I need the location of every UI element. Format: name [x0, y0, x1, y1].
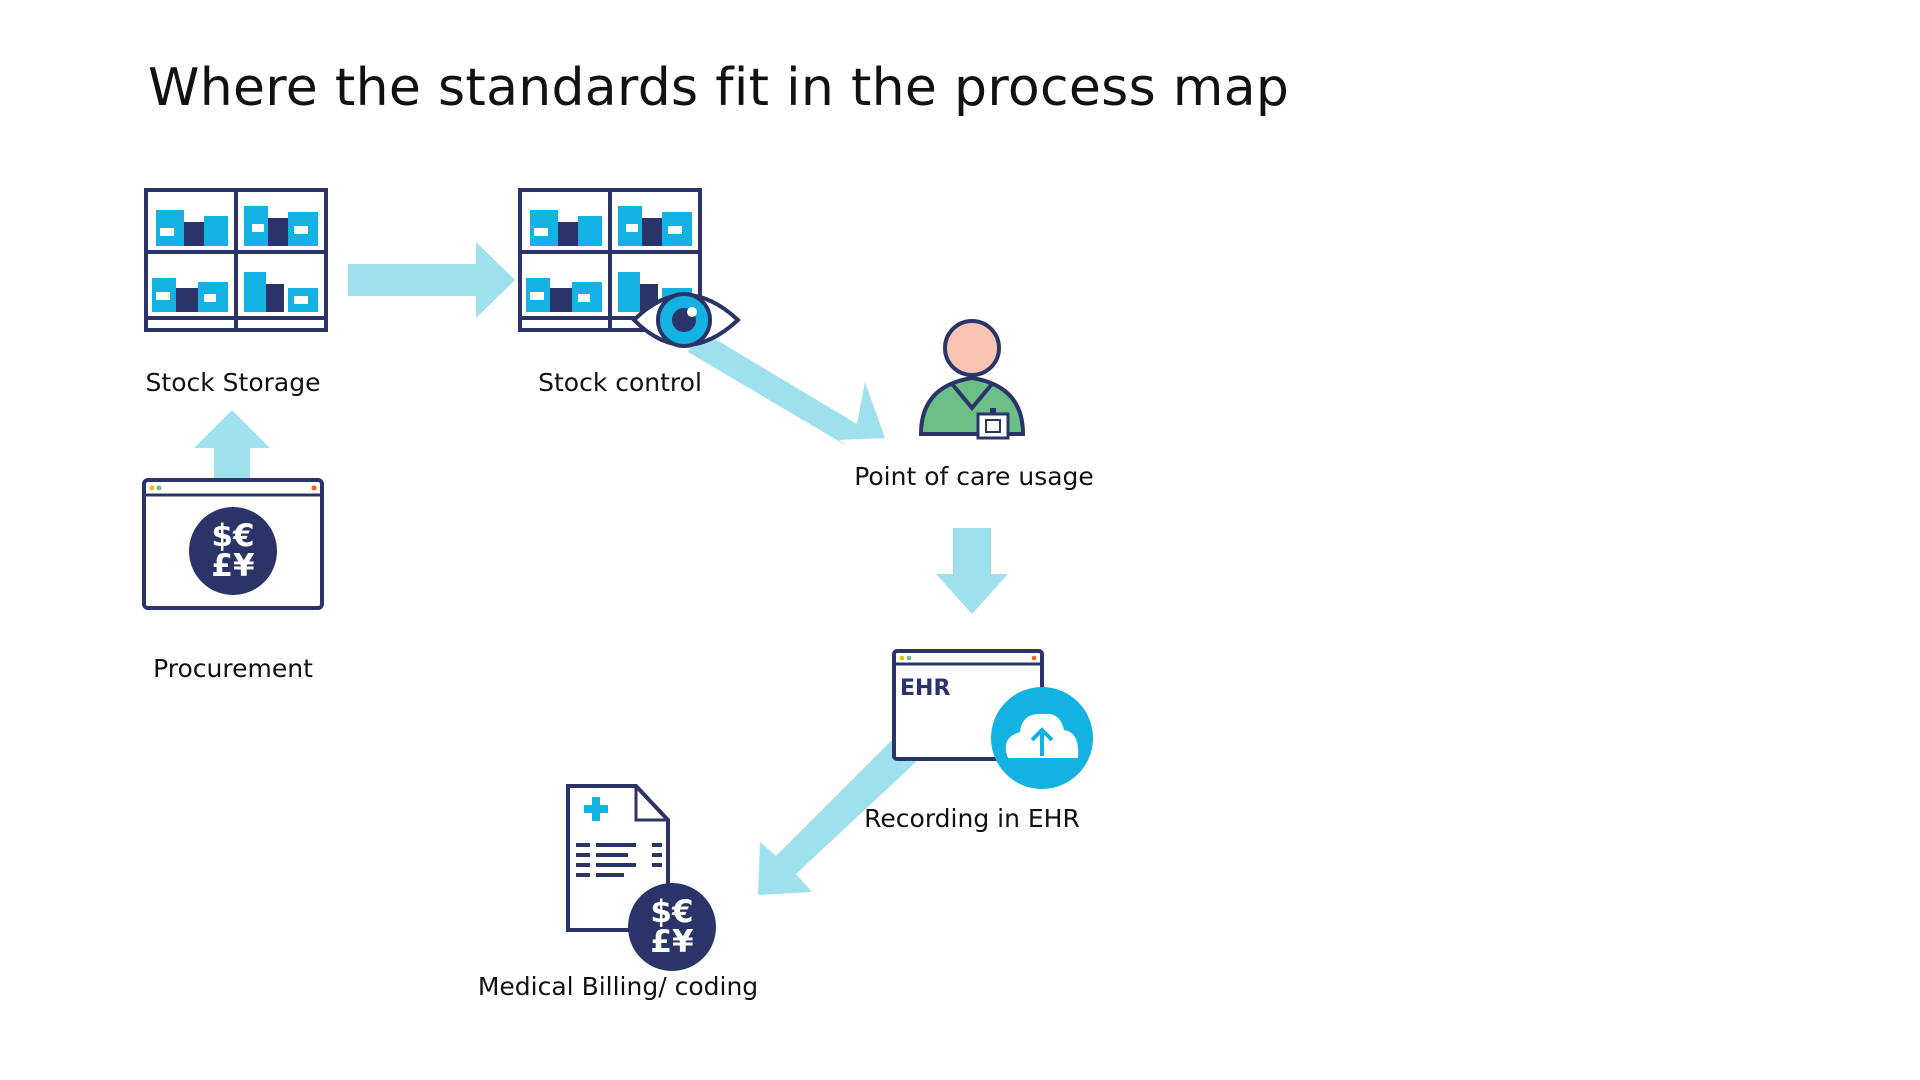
node-label-point-of-care: Point of care usage	[854, 462, 1094, 491]
arrow-ehr-to-billing	[758, 740, 916, 895]
billing-document-icon: $€ £¥	[566, 784, 716, 971]
currency-symbols-top: $€	[211, 518, 254, 554]
node-label-procurement: Procurement	[153, 654, 313, 683]
ehr-text: EHR	[900, 676, 950, 701]
node-label-recording-ehr: Recording in EHR	[864, 804, 1080, 833]
currency-icon	[189, 507, 277, 595]
arrow-storage-to-control	[348, 242, 515, 318]
procurement-window-icon: $€ £¥	[142, 478, 324, 610]
arrow-poc-to-ehr	[936, 528, 1008, 614]
shelving-icon	[144, 188, 328, 332]
currency-symbols-top: $€	[650, 894, 693, 930]
clinician-icon	[918, 319, 1026, 440]
currency-symbols-bottom: £¥	[650, 924, 694, 960]
node-label-stock-control: Stock control	[538, 368, 702, 397]
currency-symbols-bottom: £¥	[211, 548, 255, 584]
arrow-control-to-poc	[688, 330, 885, 446]
eye-icon	[631, 292, 741, 348]
cloud-upload-icon	[991, 687, 1093, 789]
slide-title: Where the standards fit in the process m…	[148, 58, 1290, 118]
node-label-stock-storage: Stock Storage	[145, 368, 321, 397]
node-label-medical-billing: Medical Billing/ coding	[477, 972, 759, 1001]
arrow-procurement-to-storage	[194, 410, 270, 478]
currency-icon	[628, 883, 716, 971]
